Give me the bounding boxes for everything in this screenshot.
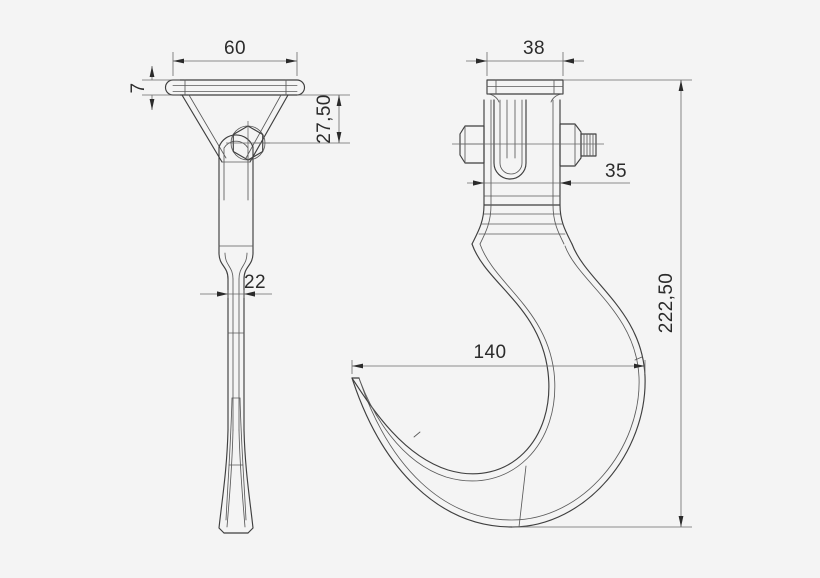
dimension-140-text: 140 bbox=[474, 342, 507, 363]
dimension-7-text: 7 bbox=[128, 83, 149, 94]
dimension-60-text: 60 bbox=[224, 38, 246, 59]
front-narrow-shank bbox=[227, 278, 245, 431]
dimension-38: 38 bbox=[466, 38, 584, 76]
side-bolt-thread-end bbox=[452, 123, 604, 167]
dimension-35-text: 35 bbox=[605, 161, 627, 182]
dimension-7: 7 bbox=[128, 66, 180, 110]
dimension-22250: 222,50 bbox=[512, 79, 692, 528]
side-top-plate bbox=[486, 79, 564, 103]
front-bolt-boss bbox=[218, 134, 254, 201]
side-view bbox=[351, 79, 646, 528]
front-hex-nut bbox=[226, 121, 270, 165]
dimension-140: 140 bbox=[351, 342, 646, 374]
dimension-2750-text: 27,50 bbox=[314, 94, 335, 144]
dimension-2750: 27,50 bbox=[253, 94, 350, 144]
side-clevis-yoke bbox=[493, 99, 527, 180]
dimension-38-text: 38 bbox=[523, 38, 545, 59]
front-view bbox=[165, 79, 305, 534]
front-shank-taper bbox=[218, 252, 254, 280]
front-upper-shank bbox=[218, 199, 254, 254]
dimension-22-text: 22 bbox=[244, 272, 266, 293]
dimension-22: 22 bbox=[200, 272, 272, 298]
dimension-60: 60 bbox=[172, 38, 298, 76]
side-hook-curve bbox=[351, 243, 646, 528]
side-shoulder-taper bbox=[471, 204, 573, 245]
front-hook-blade bbox=[218, 397, 254, 534]
dimension-35: 35 bbox=[467, 161, 630, 186]
front-gusset-webs bbox=[181, 94, 289, 163]
front-top-plate bbox=[165, 79, 305, 96]
dimension-22250-text: 222,50 bbox=[656, 273, 677, 334]
